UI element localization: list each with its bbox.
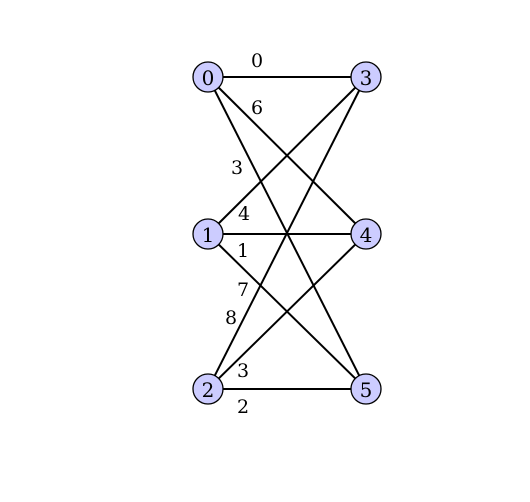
- edge-weight-1-4: 1: [237, 240, 249, 262]
- node-label-5: 5: [360, 378, 373, 402]
- node-2: 2: [192, 373, 224, 405]
- node-circle-4: [350, 218, 382, 250]
- node-circle-1: [192, 218, 224, 250]
- edge-weight-0-3: 0: [251, 50, 263, 72]
- node-label-1: 1: [202, 223, 215, 247]
- node-label-2: 2: [202, 378, 215, 402]
- edge-weight-1-5: 7: [237, 279, 249, 301]
- edge-weight-2-3: 8: [225, 307, 237, 329]
- edge-labels-layer: 0 6 3 4 1 78 3 2: [225, 50, 263, 418]
- node-label-0: 0: [202, 66, 215, 90]
- node-circle-3: [350, 61, 382, 93]
- edge-weight-2-5: 2: [237, 396, 249, 418]
- node-5: 5: [350, 373, 382, 405]
- edge-2-3: [207, 76, 367, 390]
- edge-weight-1-3: 4: [238, 203, 250, 225]
- node-circle-0: [192, 61, 224, 93]
- edge-2-4: [207, 233, 367, 390]
- node-4: 4: [350, 218, 382, 250]
- node-3: 3: [350, 61, 382, 93]
- edges-layer: [207, 76, 367, 390]
- edge-weight-2-4: 3: [237, 360, 249, 382]
- edge-weight-0-5: 3: [231, 157, 243, 179]
- node-0: 0: [192, 61, 224, 93]
- node-circle-2: [192, 373, 224, 405]
- edge-1-3: [207, 76, 367, 235]
- node-label-3: 3: [360, 66, 373, 90]
- node-1: 1: [192, 218, 224, 250]
- node-label-4: 4: [360, 223, 373, 247]
- node-circle-5: [350, 373, 382, 405]
- edge-weight-0-4: 6: [251, 97, 263, 119]
